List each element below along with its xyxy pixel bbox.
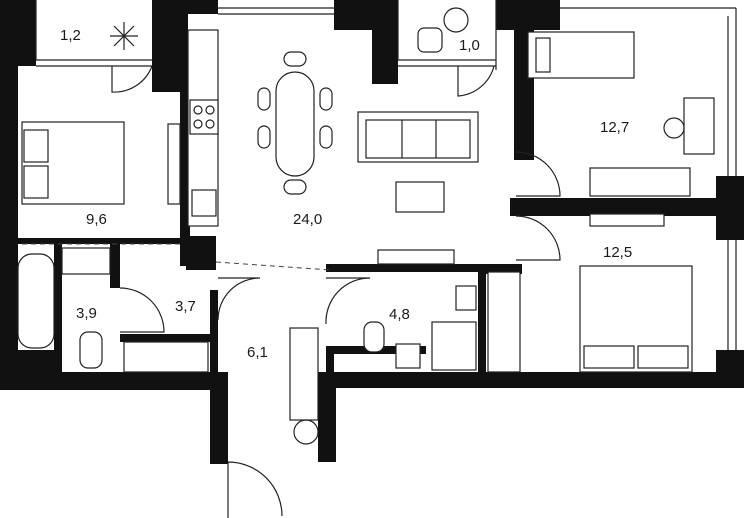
- area-label-corridor-small: 3,7: [175, 298, 196, 315]
- area-label-laundry-wc: 4,8: [389, 306, 410, 323]
- zone-divider: [215, 261, 331, 271]
- area-label-balcony-right: 1,0: [459, 37, 480, 54]
- radiator: [589, 167, 691, 197]
- ac-unit-icon: [110, 22, 138, 50]
- toilet: [363, 321, 385, 353]
- daybed: [527, 31, 635, 79]
- dining-chairs: [257, 51, 333, 195]
- bed-right: [579, 265, 693, 373]
- bath-sink: [61, 247, 111, 275]
- stove: [189, 99, 219, 135]
- washing-machine: [395, 343, 421, 369]
- kitchen-sink: [191, 189, 217, 217]
- radiator: [487, 271, 521, 373]
- toilet: [79, 331, 103, 369]
- desk-chair: [663, 117, 685, 139]
- coffee-table: [395, 181, 445, 213]
- dining-table: [275, 71, 315, 177]
- radiator: [123, 341, 209, 373]
- wardrobe-left: [167, 123, 181, 205]
- balcony-table: [443, 7, 469, 33]
- laundry-sink: [455, 285, 477, 311]
- bathtub: [17, 253, 55, 349]
- radiator: [589, 213, 665, 227]
- radiator: [289, 327, 319, 421]
- bed-left: [21, 121, 125, 205]
- balcony-chair: [417, 27, 443, 53]
- shower: [431, 321, 477, 371]
- area-label-living-kitchen: 24,0: [293, 211, 322, 228]
- desk: [683, 97, 715, 155]
- windows: [35, 0, 737, 350]
- area-label-bathroom: 3,9: [76, 305, 97, 322]
- doors: [111, 65, 561, 518]
- area-label-bedroom-bottom-right: 12,5: [603, 244, 632, 261]
- area-label-balcony-left: 1,2: [60, 27, 81, 44]
- room-labels: 1,2 1,0 9,6 24,0 12,7 12,5 3,9 3,7 4,8 6…: [60, 27, 632, 361]
- furniture: [17, 7, 715, 445]
- tv-stand: [377, 249, 455, 265]
- area-label-bedroom-top-right: 12,7: [600, 119, 629, 136]
- area-label-hall: 6,1: [247, 344, 268, 361]
- hall-ottoman: [293, 419, 319, 445]
- area-label-bedroom-left: 9,6: [86, 211, 107, 228]
